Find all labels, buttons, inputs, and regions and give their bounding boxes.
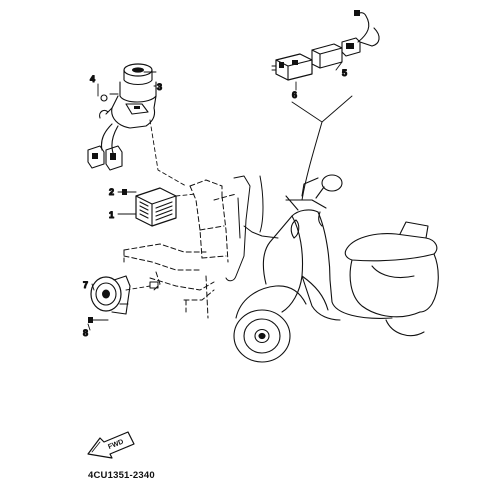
callout-1: 1 [109,210,114,220]
callout-2: 2 [109,187,114,197]
rectifier-regulator-icon [122,187,177,227]
callout-leaders [87,61,343,331]
regulator-assembly-line [175,193,197,197]
relay-leader-line [301,121,323,201]
callout-5: 5 [342,68,347,78]
horn-icon [88,275,131,323]
relay-pointer-lines [291,95,353,123]
horn-assembly-line [125,285,151,291]
relay-icon [271,10,380,81]
fwd-arrow-icon: FWD [87,431,135,459]
callout-8: 8 [83,328,88,338]
callout-4: 4 [90,74,95,84]
callout-6: 6 [292,90,297,100]
callout-3: 3 [157,82,162,92]
frame-icon [123,175,279,319]
scooter-icon [233,174,439,363]
callout-7: 7 [83,280,88,290]
switch-assembly-line [149,119,187,187]
main-switch-icon [87,63,157,171]
drawing-code: 4CU1351-2340 [88,470,155,481]
